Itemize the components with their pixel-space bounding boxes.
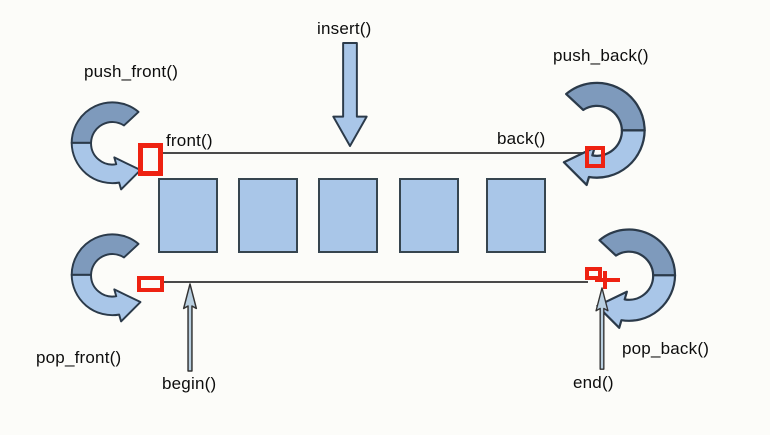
front-label: front() bbox=[166, 131, 213, 150]
end-marker-vbar bbox=[603, 271, 607, 289]
deque-cell bbox=[238, 178, 298, 253]
end-up-arrow-icon bbox=[595, 287, 609, 370]
front-highlight-marker bbox=[138, 143, 163, 176]
deque-cell bbox=[318, 178, 378, 253]
insert-down-arrow-icon bbox=[332, 42, 368, 148]
push-front-curved-arrow-icon bbox=[70, 101, 142, 191]
begin-label: begin() bbox=[162, 374, 217, 393]
push-back-label: push_back() bbox=[553, 46, 649, 65]
begin-highlight-marker bbox=[137, 276, 164, 292]
insert-label: insert() bbox=[317, 19, 372, 38]
pop-front-label: pop_front() bbox=[36, 348, 122, 367]
pop-front-curved-arrow-icon bbox=[70, 233, 142, 323]
push-front-label: push_front() bbox=[84, 62, 179, 81]
begin-end-line bbox=[164, 281, 588, 283]
pop-back-label: pop_back() bbox=[622, 339, 710, 358]
end-marker-hbar bbox=[595, 278, 620, 282]
deque-cell bbox=[486, 178, 546, 253]
push-back-curved-arrow-icon bbox=[562, 81, 646, 187]
deque-cell bbox=[158, 178, 218, 253]
end-label: end() bbox=[573, 373, 614, 392]
front-back-line bbox=[163, 152, 586, 154]
begin-up-arrow-icon bbox=[182, 283, 198, 372]
back-label: back() bbox=[497, 129, 546, 148]
end-highlight-marker bbox=[585, 267, 602, 280]
deque-cell bbox=[399, 178, 459, 253]
back-highlight-marker bbox=[585, 146, 605, 168]
